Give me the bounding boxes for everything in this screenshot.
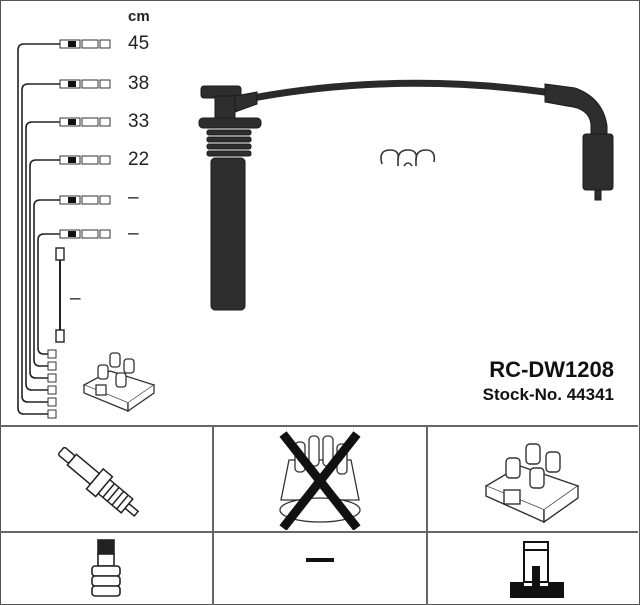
coil-terminal-icon bbox=[510, 541, 564, 598]
distributor-cap-crossed-icon bbox=[279, 431, 361, 530]
ignition-cable-icon bbox=[198, 79, 614, 311]
spark-plug-icon bbox=[57, 446, 140, 517]
length-label-3: 33 bbox=[128, 111, 150, 132]
cable-set-panel: cm 45 38 33 22 – – – bbox=[17, 8, 614, 419]
grid-divider-left bbox=[212, 425, 214, 605]
length-label-4: 22 bbox=[128, 149, 150, 170]
stock-number: Stock-No. 44341 bbox=[482, 385, 614, 404]
spark-plug-terminal-icon bbox=[91, 539, 121, 597]
dash-icon bbox=[306, 558, 334, 562]
unit-label: cm bbox=[128, 8, 150, 25]
coil-pack-small-icon bbox=[82, 352, 156, 413]
length-label-6: – bbox=[128, 223, 139, 244]
length-label-5: – bbox=[128, 187, 139, 208]
cable-schematic-icon bbox=[17, 39, 111, 419]
length-label-7: – bbox=[70, 288, 81, 309]
cable-clip-icon bbox=[380, 149, 436, 167]
grid-divider-right bbox=[426, 425, 428, 605]
grid-divider-top bbox=[0, 425, 638, 427]
part-number: RC-DW1208 bbox=[489, 357, 614, 382]
ignition-coil-icon bbox=[484, 443, 580, 524]
length-label-2: 38 bbox=[128, 73, 150, 94]
grid-divider-middle bbox=[0, 531, 638, 533]
length-label-1: 45 bbox=[128, 33, 150, 54]
